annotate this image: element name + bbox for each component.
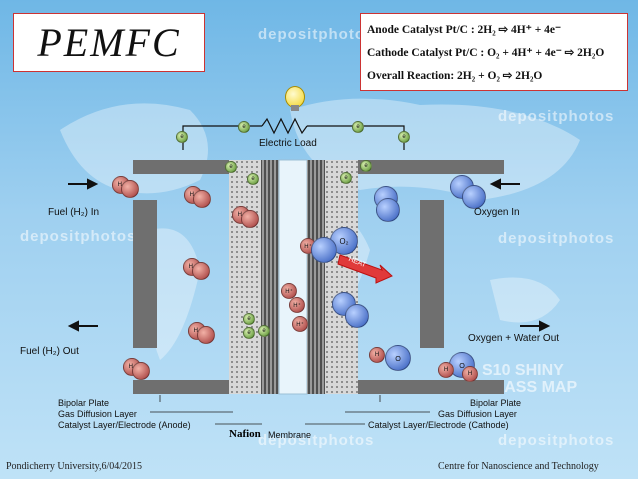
water-hydrogen: H [369, 347, 385, 363]
o2-atom [311, 237, 337, 263]
oxygen-atom [376, 198, 400, 222]
electron: e [243, 327, 255, 339]
watermark-stamp: depositphotos [258, 26, 375, 43]
catalyst-anode-label: Catalyst Layer/Electrode (Anode) [58, 420, 191, 430]
legend-lines [150, 395, 430, 425]
electron: e [352, 121, 364, 133]
gdl-anode [229, 160, 261, 394]
footer-left: Pondicherry University,6/04/2015 [6, 461, 143, 472]
watermark-stamp: depositphotos [20, 228, 137, 245]
bipolar-plate-right-label: Bipolar Plate [470, 398, 522, 408]
electron: e [176, 131, 188, 143]
watermark-stamp: depositphotos [498, 108, 615, 125]
electron: e [360, 160, 372, 172]
h2-atom [193, 190, 211, 208]
bipolar-plate-left-label: Bipolar Plate [58, 398, 110, 408]
oxygen-in-label: Oxygen In [474, 207, 520, 218]
electron: e [247, 173, 259, 185]
bipolar-plates [133, 160, 504, 394]
oxygen-atom [345, 304, 369, 328]
electron: e [340, 172, 352, 184]
hydrogen-ion: H⁺ [289, 297, 305, 313]
electron: e [258, 325, 270, 337]
overall-reaction: Overall Reaction: 2H₂ + O₂ ⇨ 2H₂O [367, 70, 543, 82]
h2-atom [192, 262, 210, 280]
title: PEMFC [37, 20, 181, 65]
electric-load-label: Electric Load [259, 138, 317, 149]
anode-reaction: Anode Catalyst Pt/C : 2H₂ ⇨ 4H⁺ + 4e⁻ [367, 24, 562, 36]
catalyst-anode [261, 160, 279, 394]
h2-atom [241, 210, 259, 228]
flow-arrows [67, 178, 551, 332]
electron: e [225, 161, 237, 173]
catalyst-cathode [307, 160, 325, 394]
title-box: PEMFC [13, 13, 205, 72]
electron: e [398, 131, 410, 143]
h2-atom [121, 180, 139, 198]
footer-right: Centre for Nanoscience and Technology [438, 461, 599, 472]
water-hydrogen: H [462, 366, 478, 382]
water-oxygen: O [385, 345, 411, 371]
bulb-base-icon [291, 105, 299, 111]
electron: e [238, 121, 250, 133]
catalyst-cathode-label: Catalyst Layer/Electrode (Cathode) [368, 420, 509, 430]
membrane-label: Membrane [268, 430, 312, 440]
h2-atom [132, 362, 150, 380]
watermark-stamp: depositphotos [498, 230, 615, 247]
oxygen-atom [462, 185, 486, 209]
h2-atom [197, 326, 215, 344]
fuel-in-label: Fuel (H₂) In [48, 207, 100, 218]
water-hydrogen: H [438, 362, 454, 378]
watermark-stamp: depositphotos [498, 432, 615, 449]
hydrogen-ion: H⁺ [281, 283, 297, 299]
gdl-right-label: Gas Diffusion Layer [438, 409, 517, 419]
heat-arrow [337, 254, 393, 284]
hydrogen-ion: H⁺ [292, 316, 308, 332]
gdl-cathode [325, 160, 358, 394]
oxygen-water-out-label: Oxygen + Water Out [468, 333, 560, 344]
nafion-label: Nafion [229, 428, 261, 440]
fuel-out-label: Fuel (H₂) Out [20, 346, 79, 357]
nafion-membrane [278, 159, 308, 395]
cathode-reaction: Cathode Catalyst Pt/C : O₂ + 4H⁺ + 4e⁻ ⇨… [367, 47, 605, 59]
gdl-left-label: Gas Diffusion Layer [58, 409, 137, 419]
reaction-box: Anode Catalyst Pt/C : 2H₂ ⇨ 4H⁺ + 4e⁻ Ca… [360, 13, 628, 91]
electron: e [243, 313, 255, 325]
watermark-stamp: depositphotos [258, 432, 375, 449]
